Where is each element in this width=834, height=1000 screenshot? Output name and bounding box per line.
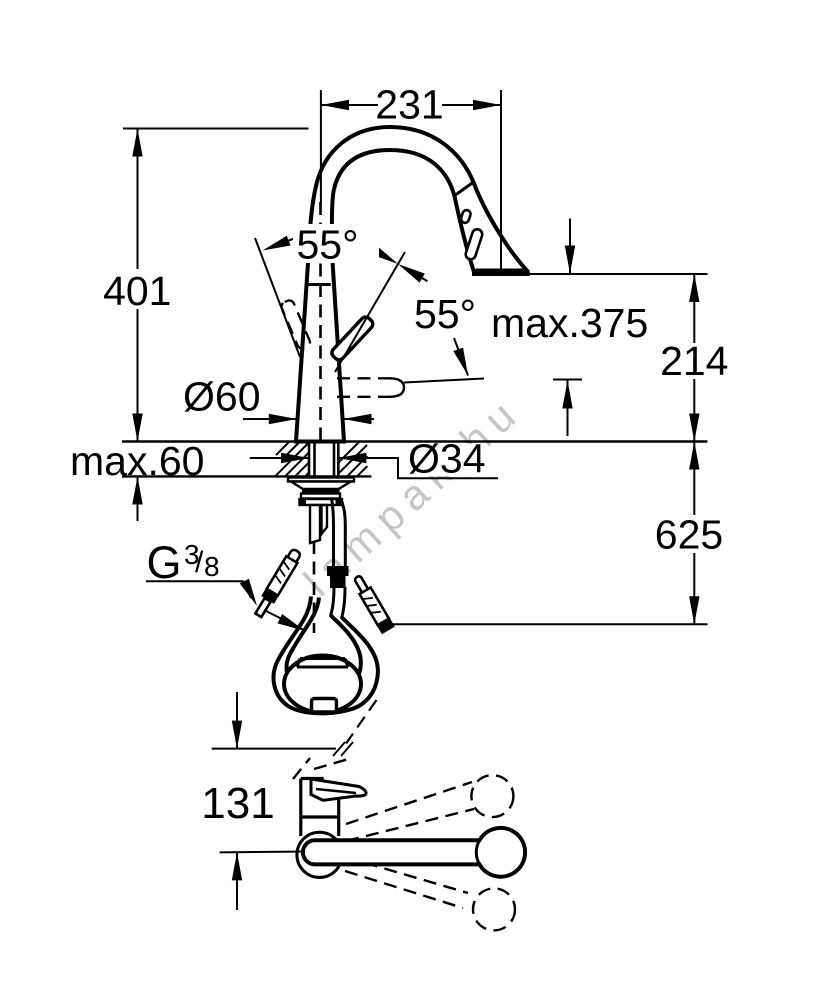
svg-text:max.60: max.60	[70, 438, 204, 484]
svg-text:max.375: max.375	[491, 300, 648, 346]
svg-text:3: 3	[184, 539, 200, 570]
svg-text:131: 131	[201, 779, 274, 828]
svg-text:401: 401	[103, 268, 171, 314]
svg-text:G: G	[147, 537, 182, 588]
svg-text:/: /	[195, 546, 204, 579]
svg-text:231: 231	[375, 82, 443, 128]
svg-text:55°: 55°	[414, 291, 476, 337]
svg-text:625: 625	[655, 512, 723, 558]
svg-text:55°: 55°	[297, 222, 359, 268]
svg-text:8: 8	[204, 551, 220, 582]
svg-text:Ø34: Ø34	[408, 436, 486, 482]
svg-text:Ø60: Ø60	[183, 374, 261, 420]
svg-text:214: 214	[660, 338, 728, 384]
